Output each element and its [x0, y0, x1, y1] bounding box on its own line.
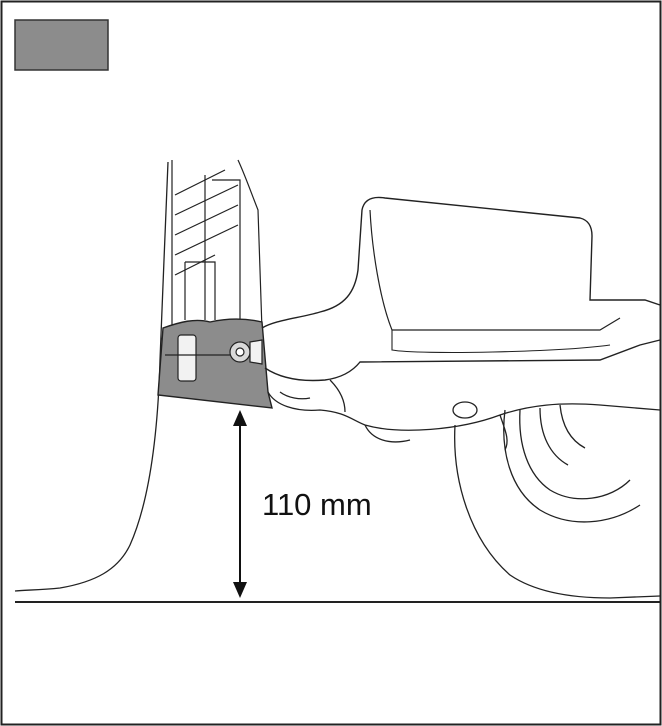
tire-icon — [14, 161, 169, 592]
measurement-arrow — [233, 410, 247, 598]
highlighted-component — [157, 318, 273, 409]
bumper-fold — [369, 209, 621, 331]
bumper-edge — [391, 330, 611, 354]
wheel-well-structure — [171, 159, 263, 331]
axle-icon — [267, 379, 661, 451]
component-details — [165, 334, 263, 382]
figure-label-box — [14, 19, 109, 71]
vehicle-body — [261, 196, 661, 329]
bumper-lower — [264, 339, 661, 382]
measurement-label: 110 mm — [262, 487, 372, 522]
rear-tire-icon — [454, 404, 661, 599]
